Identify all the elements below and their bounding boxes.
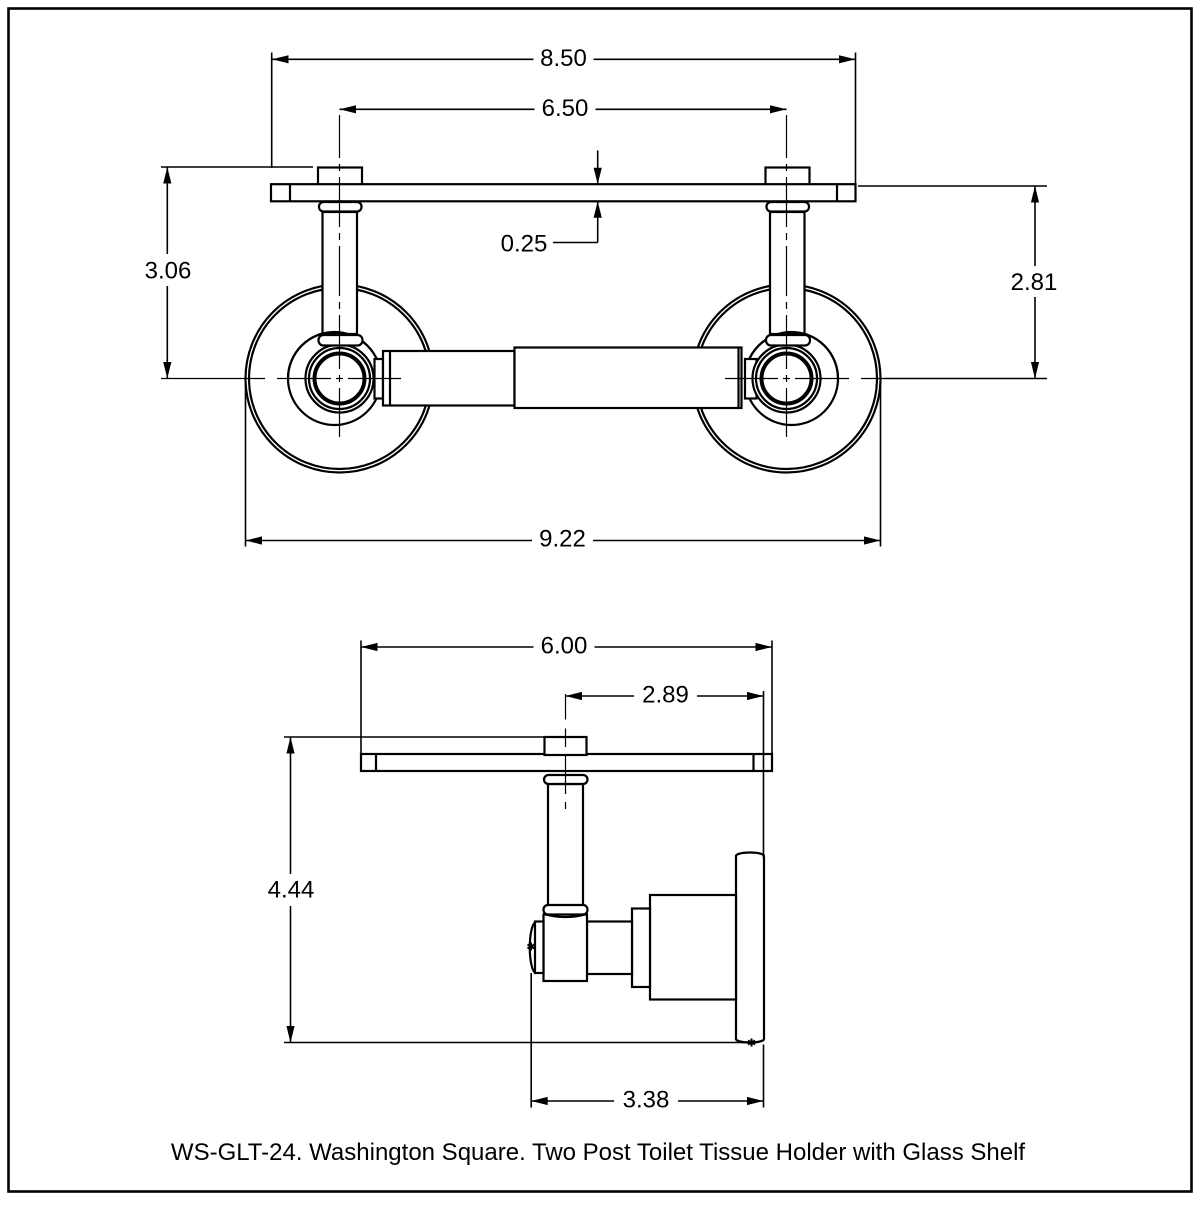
svg-text:2.89: 2.89 xyxy=(642,682,689,709)
svg-text:3.06: 3.06 xyxy=(145,258,192,285)
svg-text:4.44: 4.44 xyxy=(268,877,315,904)
svg-text:2.81: 2.81 xyxy=(1011,269,1058,296)
svg-text:0.25: 0.25 xyxy=(501,231,548,258)
svg-text:WS-GLT-24. Washington Square.: WS-GLT-24. Washington Square. Two Post T… xyxy=(171,1139,1025,1166)
svg-text:6.00: 6.00 xyxy=(541,633,588,660)
svg-text:9.22: 9.22 xyxy=(539,526,586,553)
svg-text:3.38: 3.38 xyxy=(623,1087,670,1114)
svg-text:8.50: 8.50 xyxy=(540,45,587,72)
svg-text:6.50: 6.50 xyxy=(542,95,589,122)
